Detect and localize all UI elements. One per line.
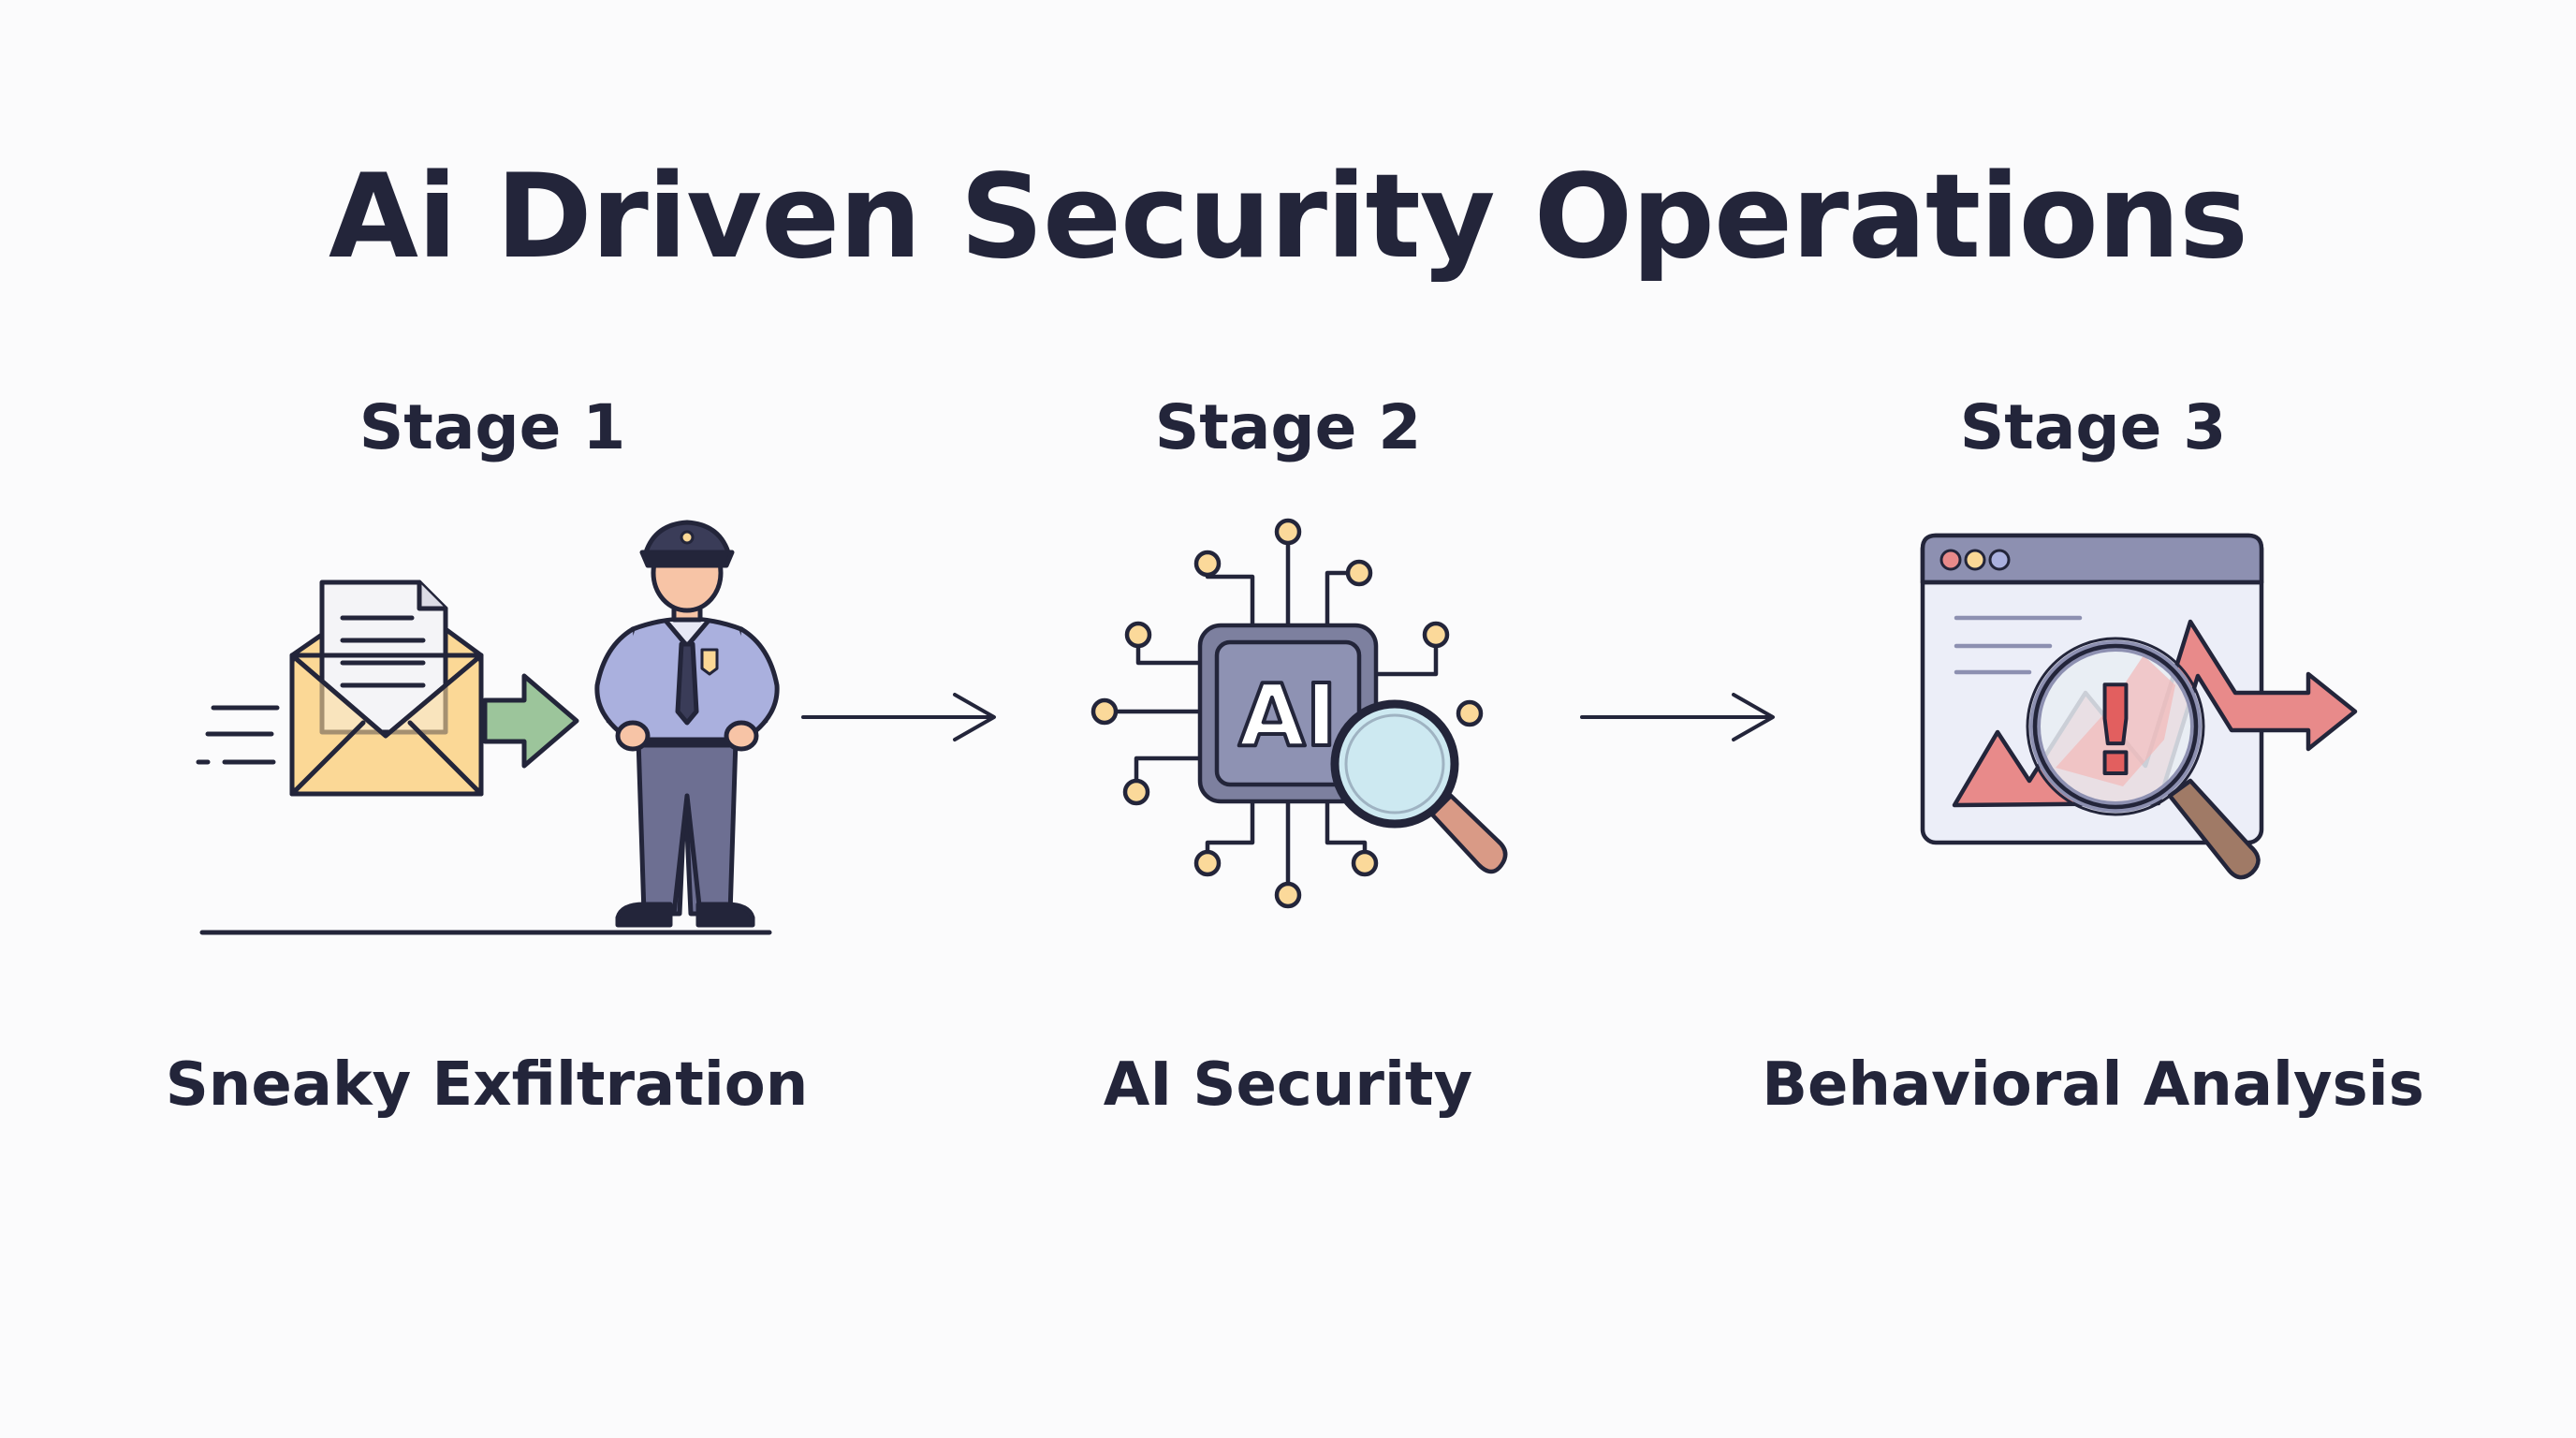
stage-1-caption: Sneaky Exfiltration	[165, 1050, 809, 1120]
alert-symbol: !	[2087, 660, 2143, 802]
stage-3-caption: Behavioral Analysis	[1762, 1050, 2424, 1120]
envelope-guard-icon	[196, 520, 780, 935]
stage-1-label: Stage 1	[359, 391, 626, 463]
stage-3-label: Stage 3	[1959, 391, 2227, 463]
green-arrow-icon	[482, 673, 579, 769]
ai-chip-magnifier-icon: AI	[1090, 518, 1508, 909]
circuit-nodes	[1090, 518, 1484, 909]
alert-magnifier-icon: !	[2026, 637, 2261, 880]
stage-2-caption: AI Security	[1103, 1050, 1473, 1120]
flow-arrow-1	[801, 693, 996, 741]
chip-label: AI	[1238, 666, 1337, 766]
browser-chart-alert-icon: !	[1920, 533, 2358, 880]
flow-arrow-2	[1580, 693, 1775, 741]
envelope-icon	[289, 580, 484, 797]
magnifier-icon	[1330, 699, 1508, 874]
stage-2-label: Stage 2	[1154, 391, 1422, 463]
security-guard-icon	[594, 520, 780, 928]
speed-lines	[196, 705, 280, 765]
diagram-title: Ai Driven Security Operations	[329, 150, 2248, 285]
